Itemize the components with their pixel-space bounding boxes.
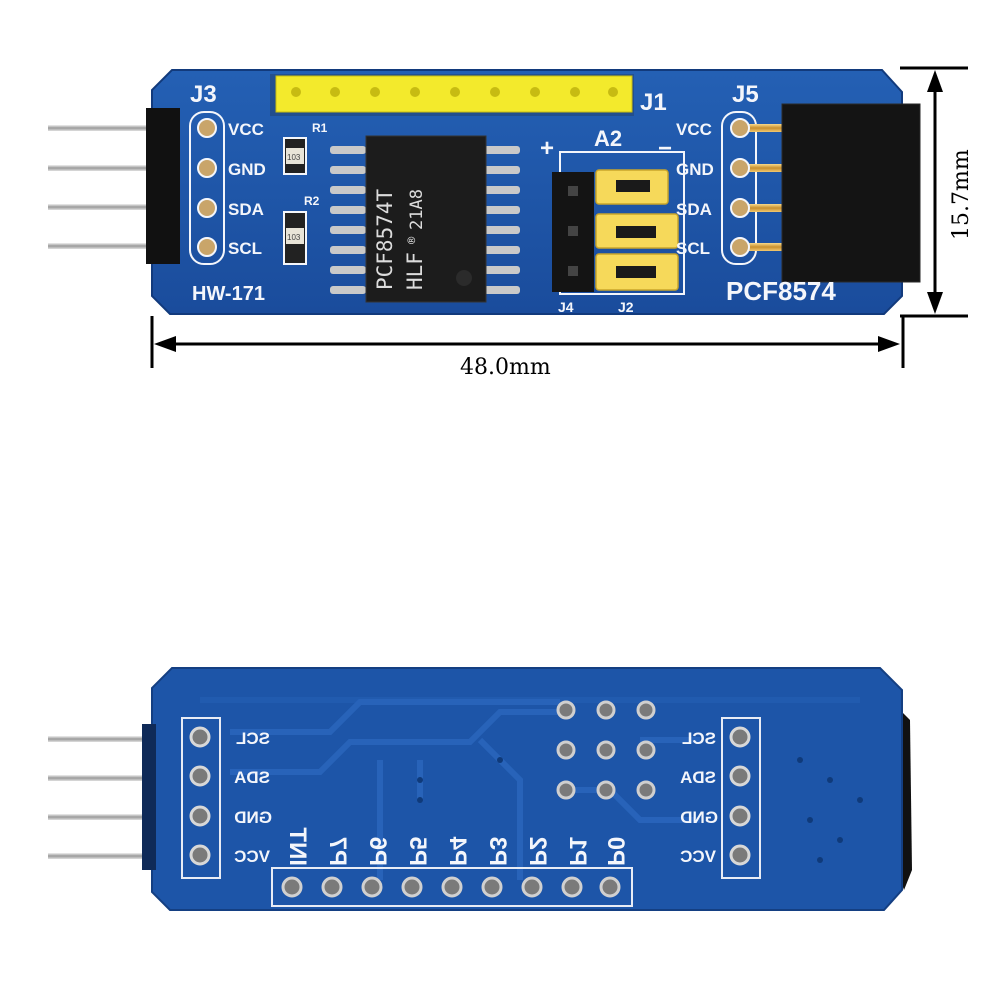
bottom-board: SCL SDA GND VCC SCL SDA GND VCC INT P7 (48, 667, 912, 911)
right-pin-vcc: VCC (676, 120, 712, 139)
right-gold-pins (738, 124, 794, 251)
port-p4: P4 (444, 836, 471, 866)
left-pads (197, 118, 217, 257)
r2-code: 103 (287, 233, 301, 242)
port-p1: P1 (564, 837, 591, 866)
bottom-left-pin-sda: SDA (234, 768, 270, 787)
a2-label: A2 (594, 126, 622, 151)
bottom-right-pin-vcc: VCC (680, 847, 716, 866)
bottom-left-pins (48, 736, 156, 859)
address-pad-grid (556, 700, 656, 800)
model-label: HW-171 (192, 283, 265, 305)
bottom-right-pin-sda: SDA (680, 768, 716, 787)
port-p3: P3 (484, 837, 511, 866)
j5-female-header (781, 103, 921, 283)
j3-header-housing (146, 108, 180, 264)
j5-label: J5 (732, 81, 759, 108)
pcb-traces (200, 697, 860, 880)
dimension-markers (150, 66, 968, 368)
right-pin-gnd: GND (676, 160, 714, 179)
minus-label: − (658, 135, 672, 162)
left-pin-sda: SDA (228, 200, 264, 219)
width-dimension: 48.0mm (460, 355, 551, 380)
top-board: J3 VCC GND SDA SCL HW-171 R1 103 R2 103 (48, 69, 921, 315)
j3-label: J3 (190, 81, 217, 108)
j4-label: J4 (558, 299, 574, 315)
bottom-right-pin-scl: SCL (682, 729, 716, 748)
bottom-right-pin-gnd: GND (680, 808, 718, 827)
chip-line2: HLF (403, 252, 427, 290)
port-p0: P0 (602, 837, 629, 866)
bottom-left-pin-vcc: VCC (234, 847, 270, 866)
port-p2: P2 (524, 837, 551, 866)
port-int: INT (284, 827, 311, 866)
left-male-pins (48, 125, 158, 249)
bottom-header-pads (281, 876, 621, 898)
r2-label: R2 (304, 194, 320, 208)
r1-code: 103 (287, 153, 301, 162)
right-pin-scl: SCL (676, 239, 710, 258)
height-dimension: 15.7mm (949, 149, 974, 240)
j2-label: J2 (618, 299, 634, 315)
port-p5: P5 (404, 837, 431, 866)
left-pin-gnd: GND (228, 160, 266, 179)
bottom-left-pin-gnd: GND (234, 808, 272, 827)
j1-header (270, 74, 634, 116)
j1-label: J1 (640, 89, 667, 116)
left-pin-scl: SCL (228, 239, 262, 258)
port-p6: P6 (364, 837, 391, 866)
chip-mark: ® (405, 236, 419, 244)
plus-label: + (540, 135, 554, 162)
port-labels: INT P7 P6 P5 P4 P3 P2 P1 P0 (284, 827, 629, 866)
right-pin-sda: SDA (676, 200, 712, 219)
bottom-left-pin-scl: SCL (236, 729, 270, 748)
port-p7: P7 (324, 837, 351, 866)
pcf8574-chip: PCF8574T HLF ® 21A8 (330, 135, 520, 303)
r1-label: R1 (312, 121, 328, 135)
chip-line1: PCF8574T (373, 188, 397, 290)
chip-code: 21A8 (407, 189, 427, 230)
left-pin-vcc: VCC (228, 120, 264, 139)
product-label: PCF8574 (726, 276, 836, 306)
